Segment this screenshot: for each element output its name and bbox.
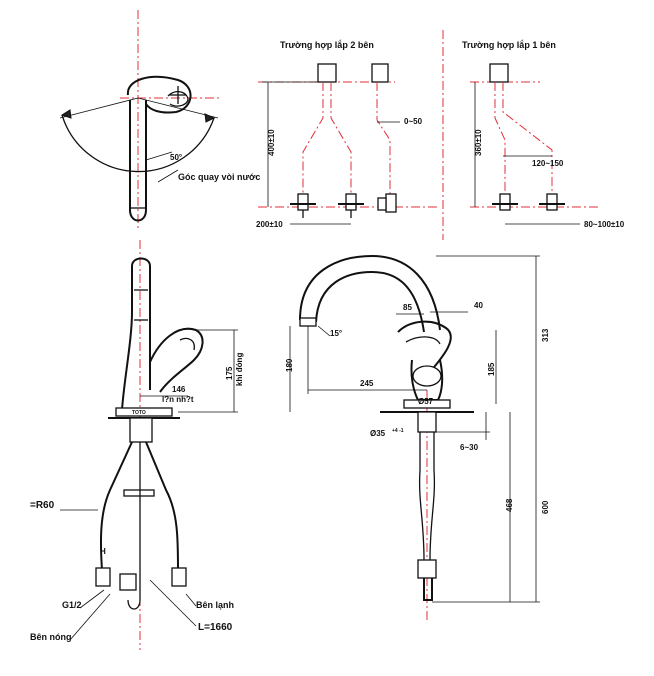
dim-40: 40: [474, 301, 483, 310]
handle-width: 146: [172, 385, 186, 394]
thread-label: G1/2: [62, 600, 82, 610]
side-view: TOTO H 175 khi đóng 146 l?n nh?t =R60 G1…: [30, 240, 244, 650]
dim-185: 185: [487, 362, 496, 376]
one-side-spacing: 80~100±10: [584, 220, 625, 229]
valve-left: [290, 193, 316, 218]
base-diameter: Ø57: [418, 397, 434, 406]
handle-note: l?n nh?t: [162, 395, 194, 404]
spout-height: 180: [285, 358, 294, 372]
two-side-spacing: 200±10: [256, 220, 283, 229]
dim-85: 85: [403, 303, 412, 312]
two-side-install-view: Trường hợp lắp 2 bên 400±10: [256, 30, 444, 240]
hole-tolerance: +4 -1: [392, 428, 404, 434]
valve-right: [338, 193, 364, 218]
one-side-offset: 120~150: [532, 159, 564, 168]
one-side-height: 360±10: [474, 129, 483, 156]
radius-label: =R60: [30, 500, 55, 511]
dim-313: 313: [541, 328, 550, 342]
dim-468: 468: [505, 498, 514, 512]
deck-thickness: 6~30: [460, 443, 479, 452]
one-side-title: Trường hợp lắp 1 bên: [462, 39, 556, 50]
two-side-title: Trường hợp lắp 2 bên: [280, 39, 374, 50]
hose-mark: H: [100, 547, 106, 556]
dim-600: 600: [541, 500, 550, 514]
handle-height: 175: [225, 366, 234, 380]
valve-side: [377, 193, 397, 213]
top-view: 50° Góc quay vòi nước: [59, 10, 260, 230]
two-side-height: 400±10: [267, 129, 276, 156]
hot-side-label: Bên nóng: [30, 632, 72, 642]
valve-one-a: [492, 193, 518, 211]
two-side-offset: 0~50: [404, 117, 423, 126]
one-side-install-view: Trường hợp lắp 1 bên 360±10 120~150 80~1…: [462, 39, 625, 229]
brand-label: TOTO: [132, 410, 146, 416]
hole-diameter: Ø35: [370, 429, 386, 438]
angle-label: 50°: [170, 153, 182, 162]
front-view: 180 245 15° 85 40 185 313 Ø57 Ø35 +4 -1 …: [285, 254, 550, 620]
cold-side-label: Bên lạnh: [196, 600, 234, 610]
hose-length-label: L=1660: [198, 622, 233, 633]
spout-angle: 15°: [330, 329, 342, 338]
reach-label: 245: [360, 379, 374, 388]
rotation-label: Góc quay vòi nước: [178, 172, 260, 182]
handle-label: khi đóng: [235, 353, 244, 386]
valve-one-b: [539, 193, 565, 211]
